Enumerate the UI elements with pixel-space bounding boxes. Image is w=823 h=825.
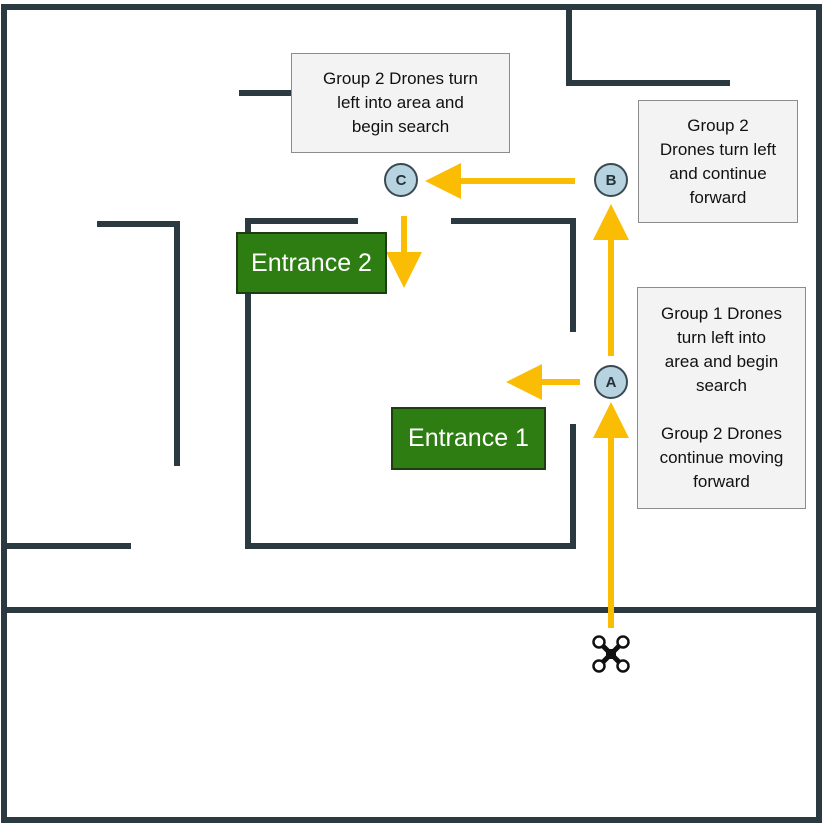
entrance-2-label: Entrance 2 (236, 232, 387, 294)
top-right-wall (566, 6, 730, 86)
note-waypoint-a-group1-text: Group 1 Drones turn left into area and b… (661, 304, 782, 395)
left-l-wall (97, 221, 180, 466)
waypoint-a: A (594, 365, 628, 399)
waypoint-b: B (594, 163, 628, 197)
note-waypoint-c-text: Group 2 Drones turn left into area and b… (323, 69, 478, 136)
waypoint-c: C (384, 163, 418, 197)
room-right-top-wall (451, 218, 576, 332)
note-waypoint-c: Group 2 Drones turn left into area and b… (291, 53, 510, 153)
note-waypoint-a-group2-text: Group 2 Drones continue moving forward (659, 424, 784, 491)
walls (1, 4, 822, 823)
entrance-1-label: Entrance 1 (391, 407, 546, 470)
drone-icon (592, 635, 630, 673)
drone-paths (386, 163, 629, 628)
room-left-wall (245, 218, 358, 235)
room-bottom-wall (245, 290, 576, 549)
note-waypoint-b: Group 2 Drones turn left and continue fo… (638, 100, 798, 223)
outer-wall (1, 4, 822, 823)
note-waypoint-b-text: Group 2 Drones turn left and continue fo… (659, 115, 777, 207)
note-waypoint-a: Group 1 Drones turn left into area and b… (637, 287, 806, 509)
